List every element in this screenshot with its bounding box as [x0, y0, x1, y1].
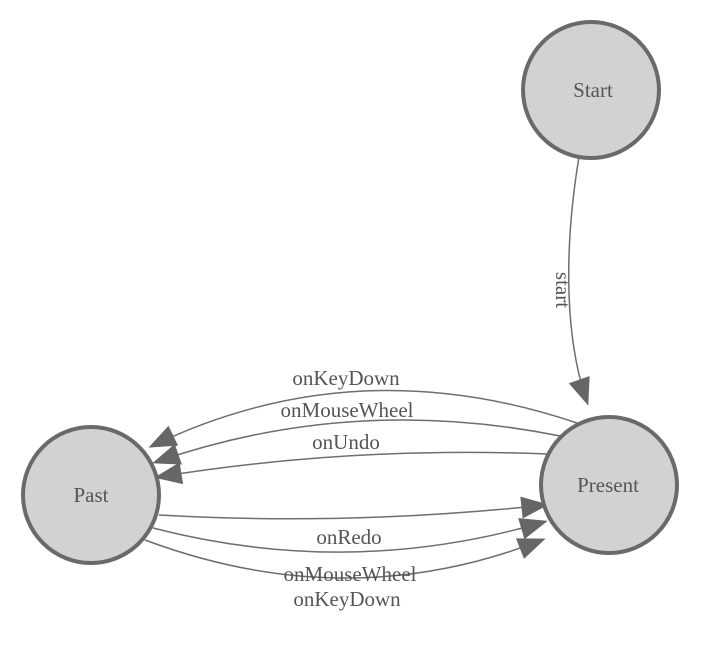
- transitions-layer: [144, 156, 590, 579]
- state-circle-past[interactable]: [21, 425, 161, 565]
- transition-onmousewheel-to-present[interactable]: [152, 518, 548, 553]
- edge-label-onkeydown-top: onKeyDown: [292, 366, 400, 390]
- state-circle-present[interactable]: [539, 415, 679, 555]
- edge-label-onmousewheel-top: onMouseWheel: [281, 398, 414, 422]
- edge-label-onredo: onRedo: [316, 525, 381, 549]
- transition-onundo-to-past[interactable]: [154, 451, 548, 485]
- transition-onkeydown-to-present[interactable]: [144, 538, 546, 579]
- edge-label-onkeydown-bottom: onKeyDown: [293, 587, 401, 611]
- edge-label-onundo: onUndo: [312, 430, 380, 454]
- edge-label-start: start: [551, 272, 575, 308]
- state-label-present: Present: [577, 473, 639, 497]
- state-label-start: Start: [573, 78, 613, 102]
- state-circle-start[interactable]: [521, 20, 661, 160]
- transition-start[interactable]: [568, 156, 590, 406]
- state-node-start[interactable]: Start: [521, 20, 661, 160]
- state-node-present[interactable]: Present: [539, 415, 679, 555]
- transition-labels-layer: start onKeyDown onMouseWheel onUndo onRe…: [281, 272, 575, 611]
- state-node-past[interactable]: Past: [21, 425, 161, 565]
- transition-onredo-to-present[interactable]: [158, 496, 549, 520]
- edge-label-onmousewheel-bottom: onMouseWheel: [284, 562, 417, 586]
- state-label-past: Past: [73, 483, 108, 507]
- states-layer: Start Past Present: [21, 20, 679, 565]
- transition-onmousewheel-to-past[interactable]: [152, 419, 561, 465]
- transition-onkeydown-to-past[interactable]: [148, 389, 578, 448]
